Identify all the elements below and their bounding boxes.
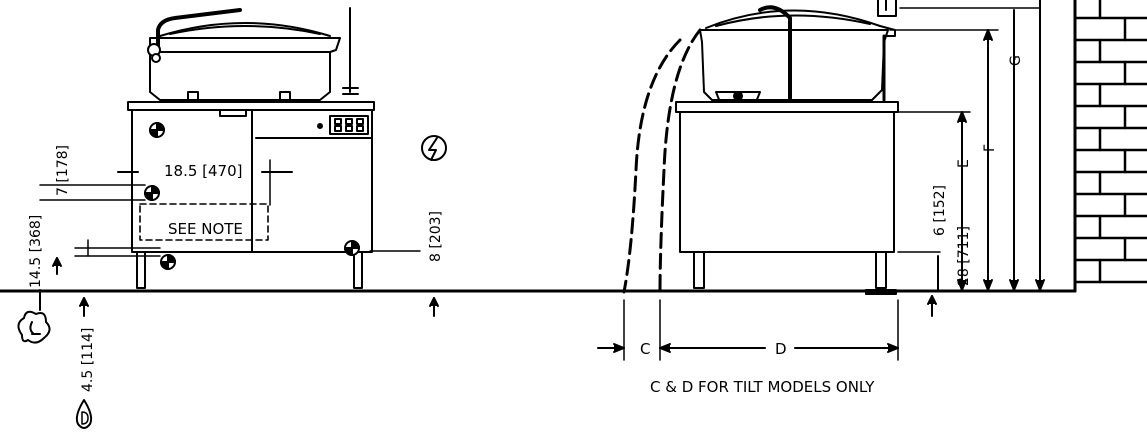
label-e: E [956,159,972,168]
label-d: D [775,340,787,358]
dim-4-5-label: 4.5 [114] [80,328,96,392]
label-f: F [982,144,998,152]
electric-icon [421,135,447,161]
left-kettle-bowl [149,37,341,101]
drain-connection-marker [160,254,176,270]
right-kettle-lid [705,9,881,29]
left-kettle-lid [159,22,331,37]
right-kettle-view [597,0,1045,361]
gas-connection-marker [149,122,165,138]
right-kettle-bowl [699,29,889,101]
dim-8-label: 8 [203] [428,211,444,262]
left-dimension-labels: 7 [178] 18.5 [470] SEE NOTE 14.5 [368] 8… [28,145,444,392]
dim-6-label: 6 [152] [932,185,948,236]
dim-28-label: 28 [711] [956,226,972,286]
brick-wall [1073,0,1147,293]
tilt-models-footnote: C & D FOR TILT MODELS ONLY [650,378,875,396]
dim-7-label: 7 [178] [55,145,71,196]
label-g: G [1008,55,1024,66]
dim-14-5-label: 14.5 [368] [28,215,44,288]
electric-connection-marker [344,240,360,256]
right-cabinet [679,111,895,253]
water-connection-marker [144,185,160,201]
left-kettle-view [39,7,439,317]
gas-icon [17,310,51,344]
label-c: C [640,340,650,358]
dim-18-5-label: 18.5 [470] [164,162,243,180]
see-note-label: SEE NOTE [168,220,243,238]
right-dimension-labels: C D E F G 6 [152] 28 [711] C & D FOR TIL… [640,55,1024,396]
drain-icon [75,399,93,429]
